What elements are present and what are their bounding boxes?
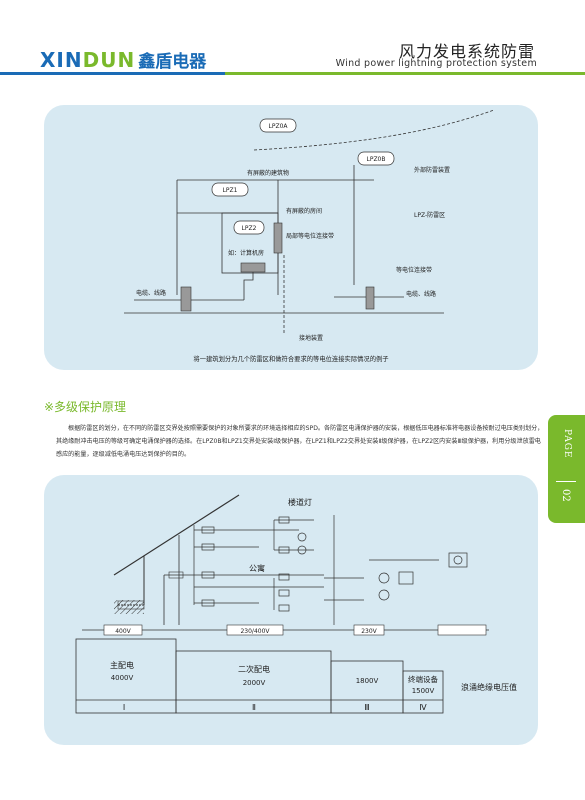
terminal-title: 终端设备 [408, 674, 438, 684]
lpz0a-badge [259, 118, 297, 133]
page-tab-number: 02 [560, 489, 571, 502]
page-title-cn: 风力发电系统防雷 [398, 42, 535, 61]
withstand-label: 浪涌绝缘电压值 [461, 682, 517, 692]
page-title-en: Wind power lightning protection system [335, 58, 537, 69]
third-level-value: 1800V [356, 677, 379, 685]
lpz-diagram-panel: LPZ0A LPZ0B 有屏蔽的建筑物 外部防雷装置 LPZ1 LPZ2 有屏蔽… [44, 105, 538, 370]
class-4: Ⅳ [419, 703, 427, 712]
label-cable-left: 电缆、线路 [136, 289, 166, 297]
main-dist-title: 主配电 [110, 660, 134, 670]
page-tab-label: PAGE [562, 429, 572, 459]
secondary-dist-value: 2000V [243, 679, 266, 687]
lpz0a-label: LPZ0A [269, 123, 289, 130]
class-2: Ⅱ [252, 703, 256, 712]
lpz0b-label: LPZ0B [366, 156, 385, 163]
class-1: Ⅰ [123, 703, 125, 712]
section-title: ※多级保护原理 [44, 400, 127, 414]
main-dist-value: 4000V [111, 674, 134, 682]
voltage-230-400: 230/400V [240, 628, 270, 635]
label-computer-room: 如：计算机房 [228, 249, 264, 257]
label-local-bonding: 局部等电位连接带 [286, 232, 334, 240]
class-3: Ⅲ [364, 703, 370, 712]
section-paragraph: 根据防雷区的划分，在不同的防雷区交界处按照需要保护的对象所要求的环境选择相应的S… [56, 425, 544, 458]
header-rule [0, 72, 585, 75]
label-stair-light: 楼道灯 [288, 497, 312, 507]
label-external-protection: 外部防雷装置 [414, 166, 450, 174]
label-shielded-building: 有屏蔽的建筑物 [247, 169, 289, 177]
terminal-value: 1500V [412, 687, 435, 695]
lpz1-label: LPZ1 [223, 187, 238, 194]
lpz0b-badge [357, 151, 395, 166]
diagram1-caption: 将一建筑划分为几个防雷区和做符合要求的等电位连接实际情况的例子 [193, 354, 388, 363]
label-bonding-bar: 等电位连接带 [396, 266, 432, 274]
logo-chinese: 鑫盾电器 [138, 52, 207, 72]
label-cable-right: 电缆、线路 [406, 290, 436, 298]
lpz2-label: LPZ2 [242, 225, 257, 232]
lpz0a-boundary [253, 109, 495, 151]
logo-latin-1: XIN [40, 48, 83, 72]
secondary-dist-title: 二次配电 [238, 664, 270, 674]
multilevel-diagram-panel: 楼道灯 公寓 400V 230/400V 230V 主配电 4000V 二次配电… [44, 475, 538, 745]
label-shielded-room: 有屏蔽的房间 [286, 207, 322, 215]
lpz-diagram: LPZ0A LPZ0B 有屏蔽的建筑物 外部防雷装置 LPZ1 LPZ2 有屏蔽… [124, 109, 495, 363]
voltage-230: 230V [361, 628, 377, 635]
label-grounding: 接地装置 [299, 334, 323, 342]
page-tab: PAGE 02 [548, 415, 585, 523]
label-apartment: 公寓 [249, 563, 265, 573]
voltage-400: 400V [115, 628, 131, 635]
label-lpz-zone: LPZ-防雷区 [414, 211, 445, 219]
logo-latin-2: DUN [82, 48, 136, 72]
multilevel-diagram: 楼道灯 公寓 400V 230/400V 230V 主配电 4000V 二次配电… [75, 494, 517, 714]
